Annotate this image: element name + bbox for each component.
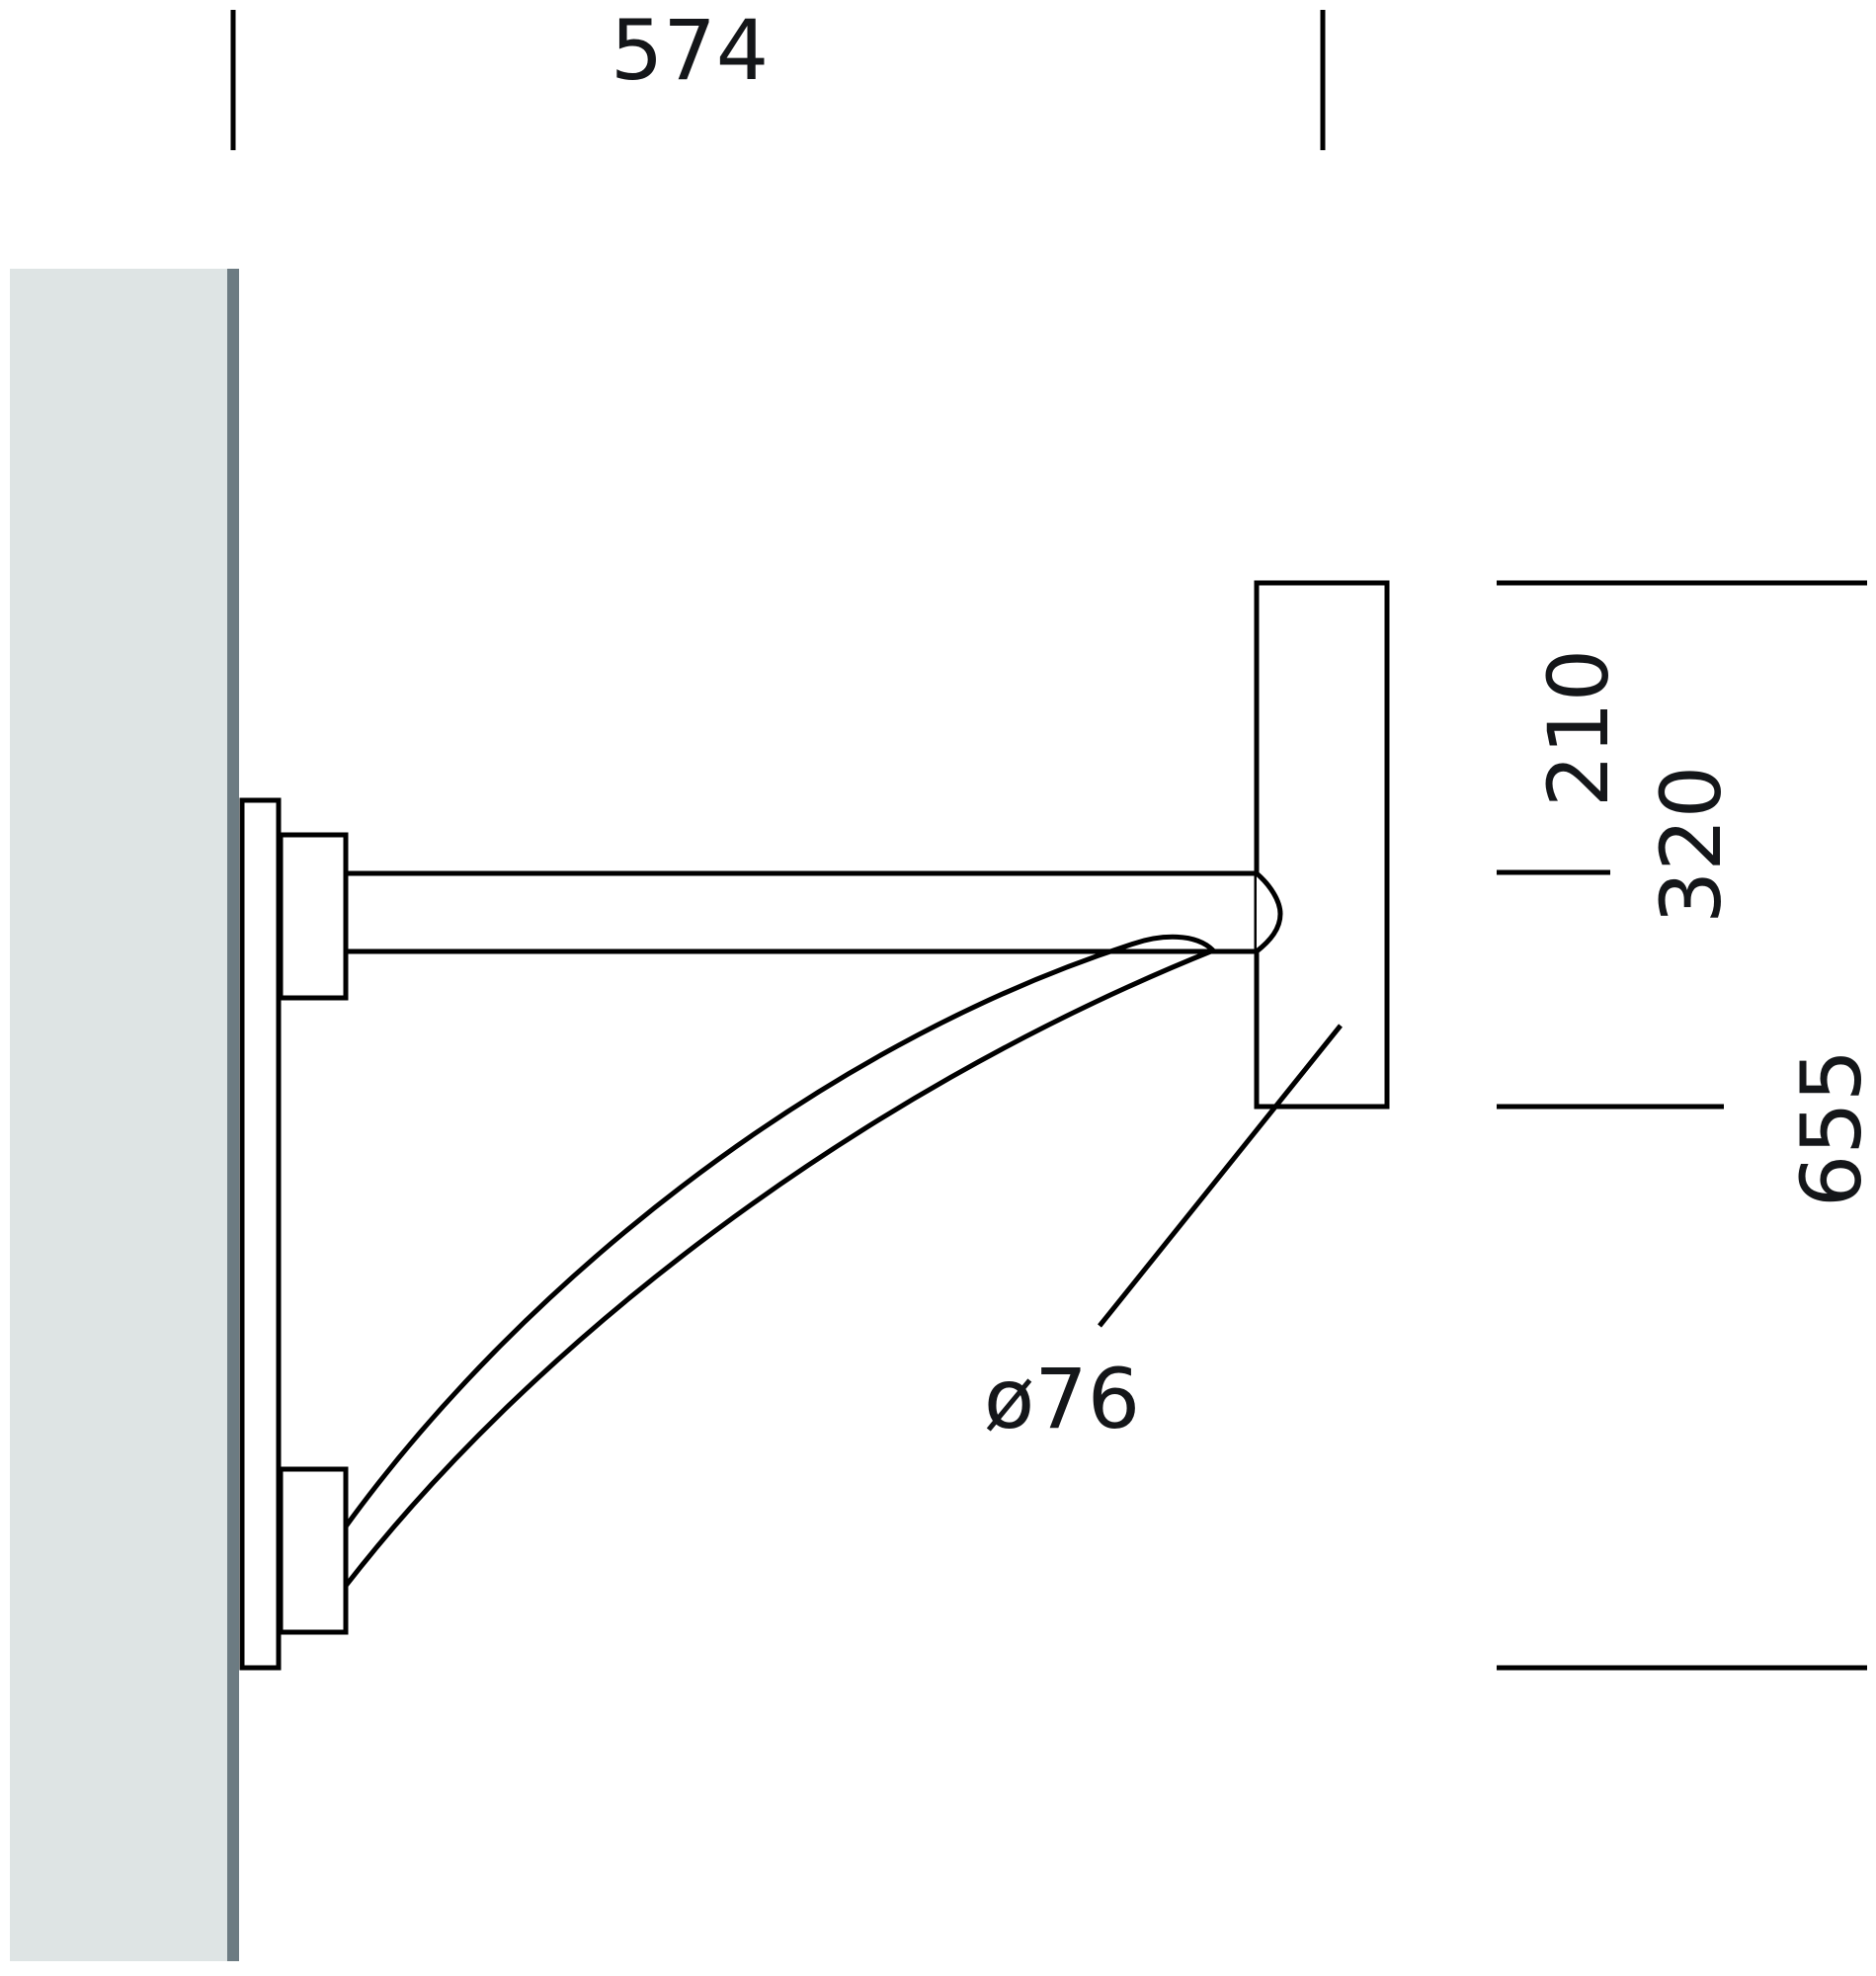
arm-end-cap (1255, 871, 1283, 953)
lower-clamp-block (278, 1466, 349, 1635)
dimension-vertical: 210 320 655 (1497, 580, 1876, 1671)
bracket-assembly (239, 580, 1390, 1671)
strut-lower-edge (344, 947, 1214, 1588)
dimension-label-655: 655 (1783, 1049, 1876, 1207)
dimension-horizontal: 574 (230, 2, 1326, 150)
upper-clamp-block (278, 832, 349, 1001)
dimension-label-574: 574 (611, 2, 769, 99)
wall (10, 269, 239, 1961)
dimension-label-320: 320 (1643, 766, 1740, 924)
dimension-label-210: 210 (1530, 649, 1627, 807)
mounting-plate (239, 797, 282, 1671)
strut-upper-edge (343, 934, 1215, 1528)
diameter-callout: ø76 (984, 1024, 1343, 1447)
luminaire-head (1254, 580, 1390, 1110)
wall-edge (227, 269, 239, 1961)
diameter-label: ø76 (984, 1351, 1140, 1447)
wall-surface (10, 269, 229, 1961)
diameter-leader-line (1098, 1024, 1343, 1328)
